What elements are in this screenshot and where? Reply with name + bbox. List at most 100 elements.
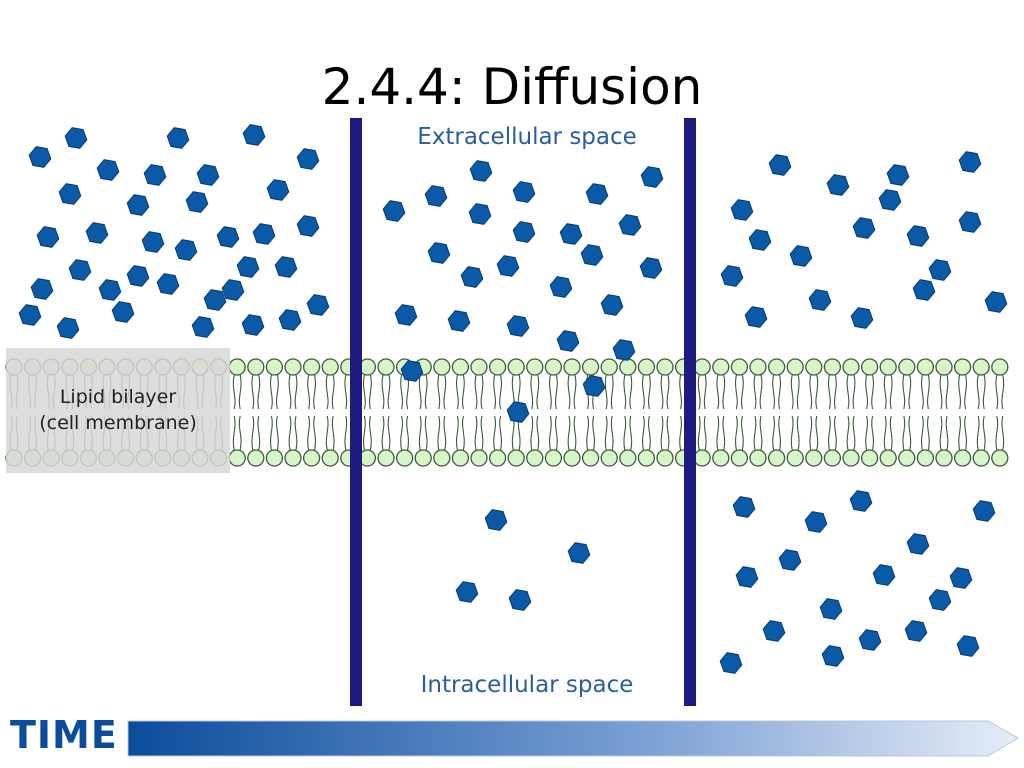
molecule-icon bbox=[203, 289, 227, 311]
molecule-icon bbox=[427, 242, 451, 264]
molecule-icon bbox=[956, 635, 980, 657]
molecule-icon bbox=[484, 509, 508, 531]
molecule-icon bbox=[872, 564, 896, 586]
time-label: TIME bbox=[10, 713, 118, 757]
molecule-icon bbox=[174, 239, 198, 261]
molecule-icon bbox=[912, 279, 936, 301]
molecule-icon bbox=[506, 401, 530, 423]
molecule-icon bbox=[306, 294, 330, 316]
molecule-icon bbox=[804, 511, 828, 533]
molecule-icon bbox=[585, 183, 609, 205]
molecule-icon bbox=[958, 211, 982, 233]
molecule-icon bbox=[768, 154, 792, 176]
stage-divider bbox=[350, 118, 362, 706]
time-arrow-icon bbox=[127, 720, 1019, 757]
molecule-icon bbox=[906, 533, 930, 555]
molecule-icon bbox=[111, 301, 135, 323]
molecule-icon bbox=[559, 223, 583, 245]
molecule-icon bbox=[68, 259, 92, 281]
molecule-icon bbox=[468, 203, 492, 225]
molecule-icon bbox=[735, 566, 759, 588]
extracellular-label: Extracellular space bbox=[417, 124, 637, 150]
molecule-icon bbox=[126, 194, 150, 216]
molecule-icon bbox=[296, 215, 320, 237]
molecule-icon bbox=[826, 174, 850, 196]
molecule-icon bbox=[778, 549, 802, 571]
molecule-icon bbox=[556, 330, 580, 352]
molecule-icon bbox=[508, 589, 532, 611]
molecule-icon bbox=[821, 645, 845, 667]
molecule-icon bbox=[424, 185, 448, 207]
molecule-icon bbox=[904, 620, 928, 642]
molecule-icon bbox=[580, 244, 604, 266]
molecule-icon bbox=[808, 289, 832, 311]
molecule-icon bbox=[618, 214, 642, 236]
molecule-icon bbox=[141, 231, 165, 253]
molecule-icon bbox=[278, 309, 302, 331]
stage-dividers bbox=[350, 118, 696, 706]
molecule-icon bbox=[549, 276, 573, 298]
molecule-icon bbox=[850, 307, 874, 329]
molecule-icon bbox=[928, 259, 952, 281]
molecule-icon bbox=[252, 223, 276, 245]
molecule-icon bbox=[600, 294, 624, 316]
molecule-icon bbox=[906, 225, 930, 247]
molecule-icon bbox=[819, 598, 843, 620]
molecule-icon bbox=[928, 589, 952, 611]
membrane-label-line1: Lipid bilayer bbox=[59, 385, 177, 408]
molecule-icon bbox=[748, 229, 772, 251]
molecule-icon bbox=[984, 291, 1008, 313]
molecule-icon bbox=[972, 500, 996, 522]
molecule-icon bbox=[394, 304, 418, 326]
molecule-icon bbox=[719, 652, 743, 674]
molecule-icon bbox=[852, 217, 876, 239]
molecules bbox=[18, 124, 1008, 674]
membrane-label-line2: (cell membrane) bbox=[39, 411, 197, 434]
slide-title: 2.4.4: Diffusion bbox=[321, 58, 703, 116]
molecule-icon bbox=[512, 221, 536, 243]
molecule-icon bbox=[506, 315, 530, 337]
stage-divider bbox=[684, 118, 696, 706]
molecule-icon bbox=[242, 124, 266, 146]
molecule-icon bbox=[949, 567, 973, 589]
molecule-icon bbox=[241, 314, 265, 336]
molecule-icon bbox=[447, 310, 471, 332]
molecule-icon bbox=[582, 375, 606, 397]
molecule-icon bbox=[28, 146, 52, 168]
molecule-icon bbox=[382, 200, 406, 222]
molecule-icon bbox=[878, 189, 902, 211]
molecule-icon bbox=[886, 164, 910, 186]
molecule-icon bbox=[730, 199, 754, 221]
molecule-icon bbox=[400, 360, 424, 382]
molecule-icon bbox=[455, 581, 479, 603]
intracellular-label: Intracellular space bbox=[420, 672, 634, 698]
molecule-icon bbox=[191, 316, 215, 338]
molecule-icon bbox=[567, 542, 591, 564]
molecule-icon bbox=[96, 159, 120, 181]
molecule-icon bbox=[166, 127, 190, 149]
molecule-icon bbox=[236, 256, 260, 278]
molecule-icon bbox=[469, 160, 493, 182]
molecule-icon bbox=[732, 496, 756, 518]
molecule-icon bbox=[612, 339, 636, 361]
molecule-icon bbox=[744, 306, 768, 328]
molecule-icon bbox=[58, 183, 82, 205]
molecule-icon bbox=[221, 279, 245, 301]
molecule-icon bbox=[266, 179, 290, 201]
molecule-icon bbox=[196, 164, 220, 186]
molecule-icon bbox=[958, 151, 982, 173]
molecule-icon bbox=[156, 273, 180, 295]
molecule-icon bbox=[296, 148, 320, 170]
molecule-icon bbox=[789, 245, 813, 267]
molecule-icon bbox=[640, 166, 664, 188]
molecule-icon bbox=[762, 620, 786, 642]
molecule-icon bbox=[639, 257, 663, 279]
molecule-icon bbox=[460, 266, 484, 288]
molecule-icon bbox=[720, 265, 744, 287]
molecule-icon bbox=[512, 181, 536, 203]
molecule-icon bbox=[36, 226, 60, 248]
molecule-icon bbox=[274, 256, 298, 278]
molecule-icon bbox=[98, 279, 122, 301]
molecule-icon bbox=[18, 304, 42, 326]
